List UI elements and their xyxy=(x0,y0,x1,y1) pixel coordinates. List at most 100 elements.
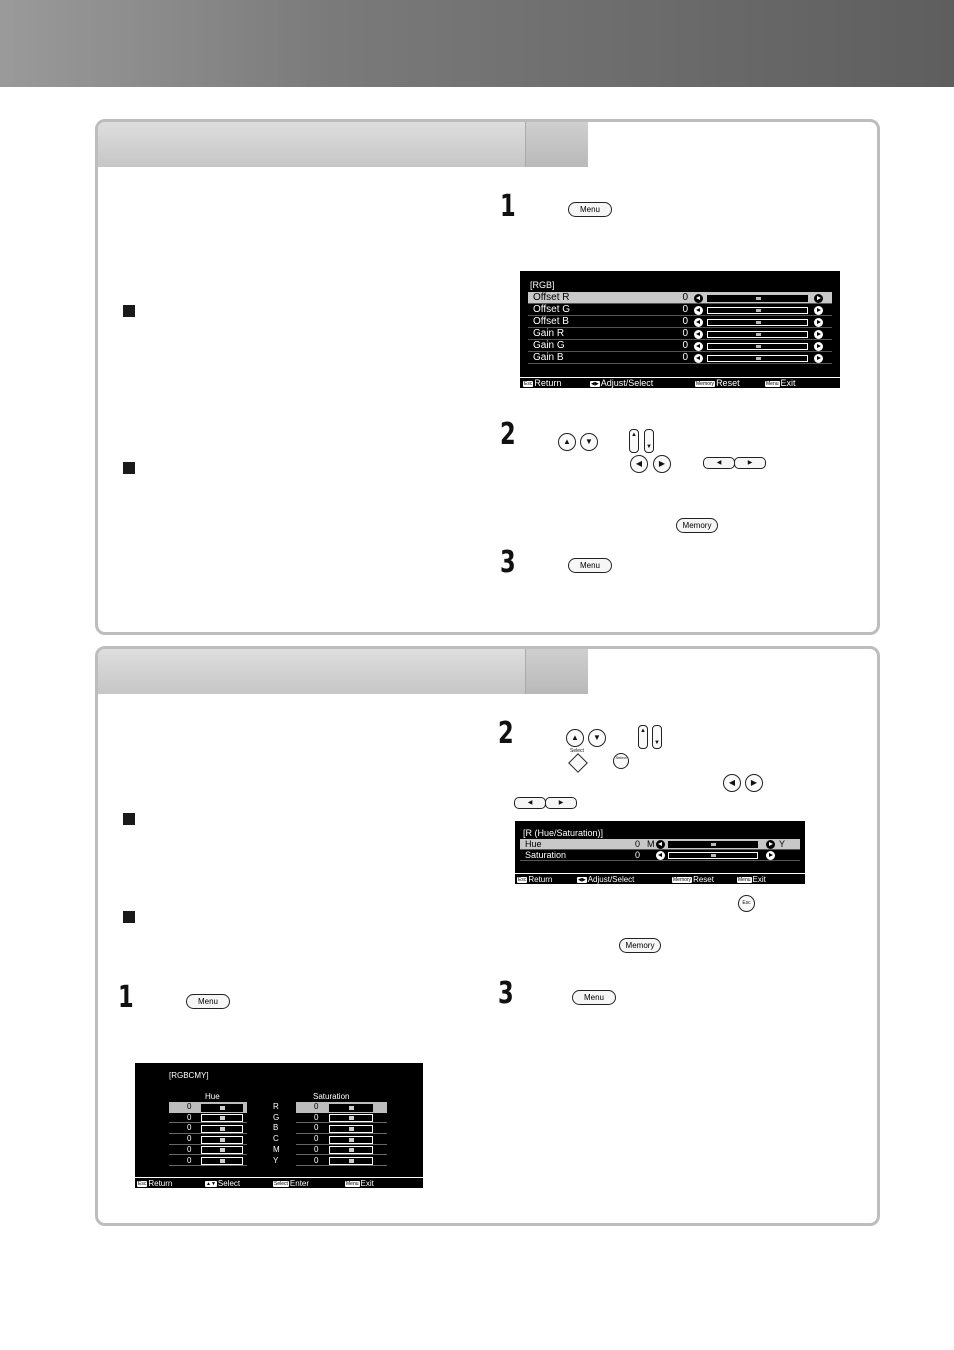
menu-button[interactable]: Menu xyxy=(568,202,612,217)
enter-button-label: Select xyxy=(615,755,627,760)
left-arrow-icon xyxy=(656,840,665,849)
step-number: 2 xyxy=(498,716,514,751)
hue-cell[interactable]: 0 xyxy=(169,1145,247,1156)
memory-button[interactable]: Memory xyxy=(676,518,718,533)
down-arrow-button[interactable]: ▼ xyxy=(588,729,606,747)
up-down-rocker-button[interactable]: ▼ xyxy=(644,429,654,453)
esc-button[interactable]: Esc xyxy=(738,895,755,912)
hue-cell[interactable]: 0 xyxy=(169,1134,247,1145)
saturation-value: 0 xyxy=(314,1112,319,1122)
menu-key-icon: Menu xyxy=(737,877,752,883)
up-down-rocker-button[interactable]: ▲ xyxy=(629,429,639,453)
hue-cell[interactable]: 0 xyxy=(169,1102,247,1113)
left-arrow-button[interactable]: ◀ xyxy=(723,774,741,792)
saturation-slider[interactable] xyxy=(329,1157,373,1165)
right-rocker-button[interactable]: ▶ xyxy=(734,457,766,469)
setting-slider[interactable] xyxy=(707,354,808,362)
left-arrow-icon xyxy=(656,851,665,860)
left-rocker-button[interactable]: ◀ xyxy=(703,457,735,469)
saturation-value: 0 xyxy=(314,1123,319,1133)
right-arrow-button[interactable]: ▶ xyxy=(745,774,763,792)
saturation-row[interactable]: Saturation 0 xyxy=(520,850,800,861)
select-key-icon: Select xyxy=(273,1181,289,1187)
setting-slider[interactable] xyxy=(707,306,808,314)
saturation-cell[interactable]: 0 xyxy=(296,1113,387,1124)
screen-title: [R (Hue/Saturation)] xyxy=(523,828,604,838)
saturation-slider[interactable] xyxy=(329,1103,373,1112)
setting-value: 0 xyxy=(682,292,688,303)
footer-exit: Exit xyxy=(360,1179,374,1188)
hue-slider[interactable] xyxy=(201,1124,243,1133)
up-down-rocker-button[interactable]: ▲ xyxy=(638,725,648,749)
hue-slider[interactable] xyxy=(668,841,758,848)
hue-slider[interactable] xyxy=(201,1114,243,1123)
hue-slider[interactable] xyxy=(201,1146,243,1155)
saturation-slider[interactable] xyxy=(329,1114,373,1123)
hue-slider[interactable] xyxy=(201,1103,243,1112)
up-arrow-button[interactable]: ▲ xyxy=(558,433,576,451)
menu-button[interactable]: Menu xyxy=(186,994,230,1009)
footer-return: Return xyxy=(148,1179,173,1188)
setting-slider[interactable] xyxy=(707,294,808,302)
saturation-value: 0 xyxy=(314,1155,319,1165)
saturation-cell[interactable]: 0 xyxy=(296,1145,387,1156)
panel-heading-tab xyxy=(98,122,588,167)
left-arrow-button[interactable]: ◀ xyxy=(630,455,648,473)
saturation-cell[interactable]: 0 xyxy=(296,1123,387,1135)
screen-title: [RGB] xyxy=(530,280,555,290)
section-bullet xyxy=(123,813,135,825)
hue-row[interactable]: Hue 0 M Y xyxy=(520,839,800,850)
memory-key-icon: Memory xyxy=(672,877,693,883)
memory-button[interactable]: Memory xyxy=(619,938,661,953)
enter-button[interactable]: Select xyxy=(613,753,629,769)
hue-slider[interactable] xyxy=(201,1157,243,1165)
right-arrow-button[interactable]: ▶ xyxy=(653,455,671,473)
saturation-cell[interactable]: 0 xyxy=(296,1156,387,1167)
setting-slider[interactable] xyxy=(707,330,808,338)
hue-cell[interactable]: 0 xyxy=(169,1123,247,1135)
menu-button[interactable]: Menu xyxy=(572,990,616,1005)
saturation-value: 0 xyxy=(314,1134,319,1144)
hue-cell[interactable]: 0 xyxy=(169,1113,247,1124)
hue-left-label: M xyxy=(647,839,655,849)
esc-key-icon: Esc xyxy=(523,381,534,387)
down-arrow-button[interactable]: ▼ xyxy=(580,433,598,451)
up-down-key-icon: ▲▼ xyxy=(205,1181,217,1187)
setting-slider[interactable] xyxy=(707,342,808,350)
setting-value: 0 xyxy=(682,328,688,339)
saturation-cell[interactable]: 0 xyxy=(296,1102,387,1113)
right-rocker-button[interactable]: ▶ xyxy=(545,797,577,809)
select-button-icon[interactable] xyxy=(568,753,588,773)
setting-value: 0 xyxy=(682,316,688,327)
footer-adjust-select: Adjust/Select xyxy=(600,378,654,388)
saturation-slider[interactable] xyxy=(329,1146,373,1155)
saturation-cell[interactable]: 0 xyxy=(296,1134,387,1145)
left-rocker-button[interactable]: ◀ xyxy=(514,797,546,809)
right-arrow-icon xyxy=(814,329,823,339)
saturation-slider[interactable] xyxy=(329,1124,373,1133)
saturation-slider[interactable] xyxy=(668,852,758,859)
setting-slider[interactable] xyxy=(707,318,808,326)
left-arrow-icon xyxy=(694,353,703,363)
hue-value: 0 xyxy=(187,1112,192,1122)
footer-reset: Reset xyxy=(693,875,714,884)
left-arrow-icon xyxy=(694,317,703,327)
up-down-rocker-button[interactable]: ▼ xyxy=(652,725,662,749)
section-bullet xyxy=(123,911,135,923)
up-arrow-button[interactable]: ▲ xyxy=(566,729,584,747)
hue-slider[interactable] xyxy=(201,1135,243,1144)
hue-cell[interactable]: 0 xyxy=(169,1156,247,1167)
menu-button[interactable]: Menu xyxy=(568,558,612,573)
hue-value: 0 xyxy=(187,1155,192,1165)
saturation-slider[interactable] xyxy=(329,1135,373,1144)
saturation-value: 0 xyxy=(634,850,640,860)
